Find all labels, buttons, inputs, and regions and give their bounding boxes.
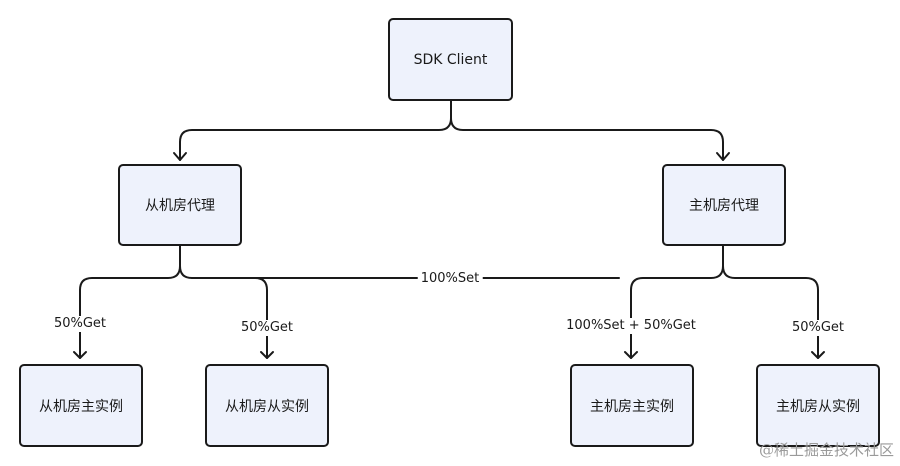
watermark-text: @稀土掘金技术社区 bbox=[758, 441, 894, 459]
primary-proxy-node: 主机房代理 bbox=[662, 164, 786, 246]
edge-label-get-backup-master: 50%Get bbox=[50, 316, 110, 332]
edge-client-to-primary-proxy bbox=[450, 117, 724, 161]
primary-slave-node: 主机房从实例 bbox=[756, 364, 880, 447]
edge-label-get-backup-slave: 50%Get bbox=[237, 320, 297, 336]
edge-backup-proxy-split bbox=[79, 245, 181, 359]
backup-proxy-node: 从机房代理 bbox=[118, 164, 242, 246]
edge-client-to-backup-proxy bbox=[179, 100, 452, 161]
edge-label-set-get-primary-master: 100%Set + 50%Get bbox=[563, 318, 699, 334]
edge-label-get-primary-slave: 50%Get bbox=[788, 320, 848, 336]
edge-label-set-all: 100%Set bbox=[417, 271, 483, 287]
backup-master-node: 从机房主实例 bbox=[19, 364, 143, 447]
sdk-client-node: SDK Client bbox=[388, 18, 513, 101]
backup-slave-node: 从机房从实例 bbox=[205, 364, 329, 447]
edge-primary-proxy-split bbox=[630, 245, 724, 359]
primary-master-node: 主机房主实例 bbox=[570, 364, 694, 447]
